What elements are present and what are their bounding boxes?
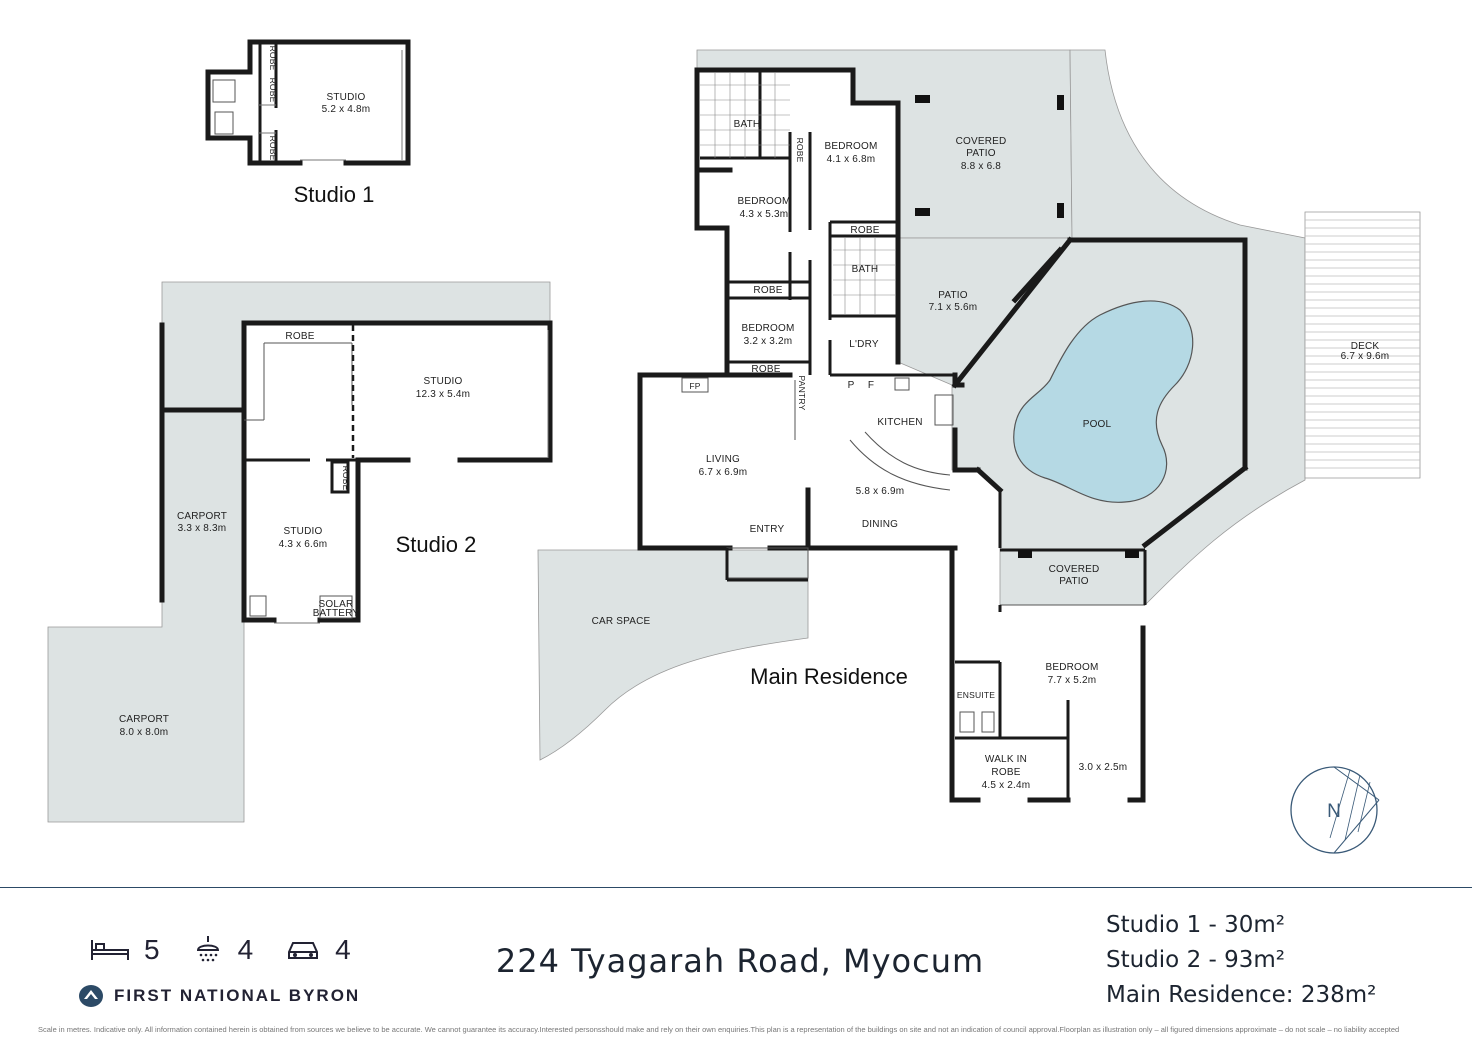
s2-studio-b-name: STUDIO: [284, 526, 323, 537]
cov-patio-1: COVERED: [956, 136, 1007, 147]
s1-robe-b: ROBE: [268, 78, 278, 103]
carport-area: [47, 281, 551, 823]
f-label: F: [868, 380, 874, 391]
agency-name: FIRST NATIONAL BYRON: [114, 986, 361, 1005]
main-residence-title: Main Residence: [750, 664, 908, 689]
s2-solar-2: BATTERY: [313, 608, 360, 619]
studio-2-walls: [159, 320, 553, 624]
bedroom-count: 5: [144, 934, 160, 965]
shower-icon: [196, 936, 219, 962]
ensuite: ENSUITE: [957, 690, 995, 700]
bed3-dim: 3.2 x 3.2m: [744, 336, 793, 347]
cov-patio2-2: PATIO: [1059, 576, 1089, 587]
s2-solar-1: SOLAR: [319, 599, 354, 610]
pantry: PANTRY: [797, 376, 807, 411]
patio-dim: 7.1 x 5.6m: [929, 302, 978, 313]
carport1-name: CARPORT: [177, 511, 227, 522]
robe-mid: ROBE: [753, 285, 782, 296]
compass-label: N: [1327, 801, 1341, 822]
small-dim: 3.0 x 2.5m: [1079, 762, 1128, 773]
fp: FP: [689, 381, 700, 391]
bed-icon: [91, 940, 129, 960]
agency-brand: FIRST NATIONAL BYRON: [78, 984, 360, 1008]
kd-dim: 5.8 x 6.9m: [856, 486, 905, 497]
bed1-name: BEDROOM: [824, 141, 877, 152]
s2-studio-b-dim: 4.3 x 6.6m: [279, 539, 328, 550]
living-dim: 6.7 x 6.9m: [699, 467, 748, 478]
s2-studio-a-name: STUDIO: [424, 376, 463, 387]
disclaimer: Scale in metres. Indicative only. All in…: [38, 1025, 1400, 1034]
patio-name: PATIO: [938, 290, 968, 301]
pool-label: POOL: [1083, 419, 1112, 430]
s1-studio-name: STUDIO: [327, 92, 366, 103]
bed2-name: BEDROOM: [737, 196, 790, 207]
laundry: L'DRY: [849, 339, 879, 350]
bed3-name: BEDROOM: [741, 323, 794, 334]
dining: DINING: [862, 519, 898, 530]
area-summary: Studio 1 - 30m² Studio 2 - 93m² Main Res…: [1106, 908, 1376, 1013]
wir-1: WALK IN: [985, 754, 1027, 765]
wir-dim: 4.5 x 2.4m: [982, 780, 1031, 791]
cov-patio-dim: 8.8 x 6.8: [961, 161, 1001, 172]
bath2: BATH: [852, 264, 879, 275]
bath1: BATH: [734, 119, 761, 130]
bathroom-count: 4: [237, 934, 254, 965]
s2-robe-top: ROBE: [285, 331, 314, 342]
s1-studio-dim: 5.2 x 4.8m: [322, 104, 371, 115]
room-labels: ROBE ROBE ROBE STUDIO 5.2 x 4.8m Studio …: [119, 46, 1389, 791]
robe-v: ROBE: [795, 138, 805, 163]
bed4-dim: 7.7 x 5.2m: [1048, 675, 1097, 686]
carport2-name: CARPORT: [119, 714, 169, 725]
p-label: P: [848, 380, 855, 391]
s2-studio-a-dim: 12.3 x 5.4m: [416, 389, 470, 400]
studio-1-title: Studio 1: [294, 182, 375, 207]
carport2-dim: 8.0 x 8.0m: [120, 727, 169, 738]
car-icon: [288, 942, 319, 959]
living-name: LIVING: [706, 454, 740, 465]
robe-bath: ROBE: [850, 225, 879, 236]
studio-2-title: Studio 2: [396, 532, 477, 557]
carport1-dim: 3.3 x 8.3m: [178, 523, 227, 534]
deck-name: DECK: [1351, 341, 1380, 352]
kitchen: KITCHEN: [877, 417, 922, 428]
main-residence-walls: [637, 67, 1249, 803]
property-address: 224 Tyagarah Road, Myocum: [495, 942, 985, 980]
main-area: Main Residence: 238m²: [1106, 982, 1377, 1008]
compass-icon: N: [1290, 766, 1380, 854]
property-stats: 5 4 4: [90, 928, 369, 972]
studio-1-walls: [205, 39, 411, 166]
pool: [1013, 300, 1194, 503]
bed1-dim: 4.1 x 6.8m: [827, 154, 876, 165]
wir-2: ROBE: [991, 767, 1020, 778]
cov-patio-2: PATIO: [966, 148, 996, 159]
deck: [1304, 211, 1421, 479]
car-space-area: [537, 549, 809, 761]
studio1-area: Studio 1 - 30m²: [1106, 912, 1286, 938]
cov-patio2-1: COVERED: [1049, 564, 1100, 575]
s1-robe-c: ROBE: [268, 136, 278, 161]
footer-divider: [0, 887, 1472, 888]
s1-robe-a: ROBE: [268, 46, 278, 71]
studio2-area: Studio 2 - 93m²: [1106, 947, 1286, 973]
bed2-dim: 4.3 x 5.3m: [740, 209, 789, 220]
deck-dim: 6.7 x 9.6m: [1341, 351, 1390, 362]
agency-logo-icon: [79, 985, 103, 1007]
parking-count: 4: [335, 934, 351, 965]
s2-robe-side: ROBE: [341, 466, 351, 491]
robe-low: ROBE: [751, 364, 780, 375]
entry: ENTRY: [750, 524, 785, 535]
bed4-name: BEDROOM: [1045, 662, 1098, 673]
car-space: CAR SPACE: [592, 616, 651, 627]
